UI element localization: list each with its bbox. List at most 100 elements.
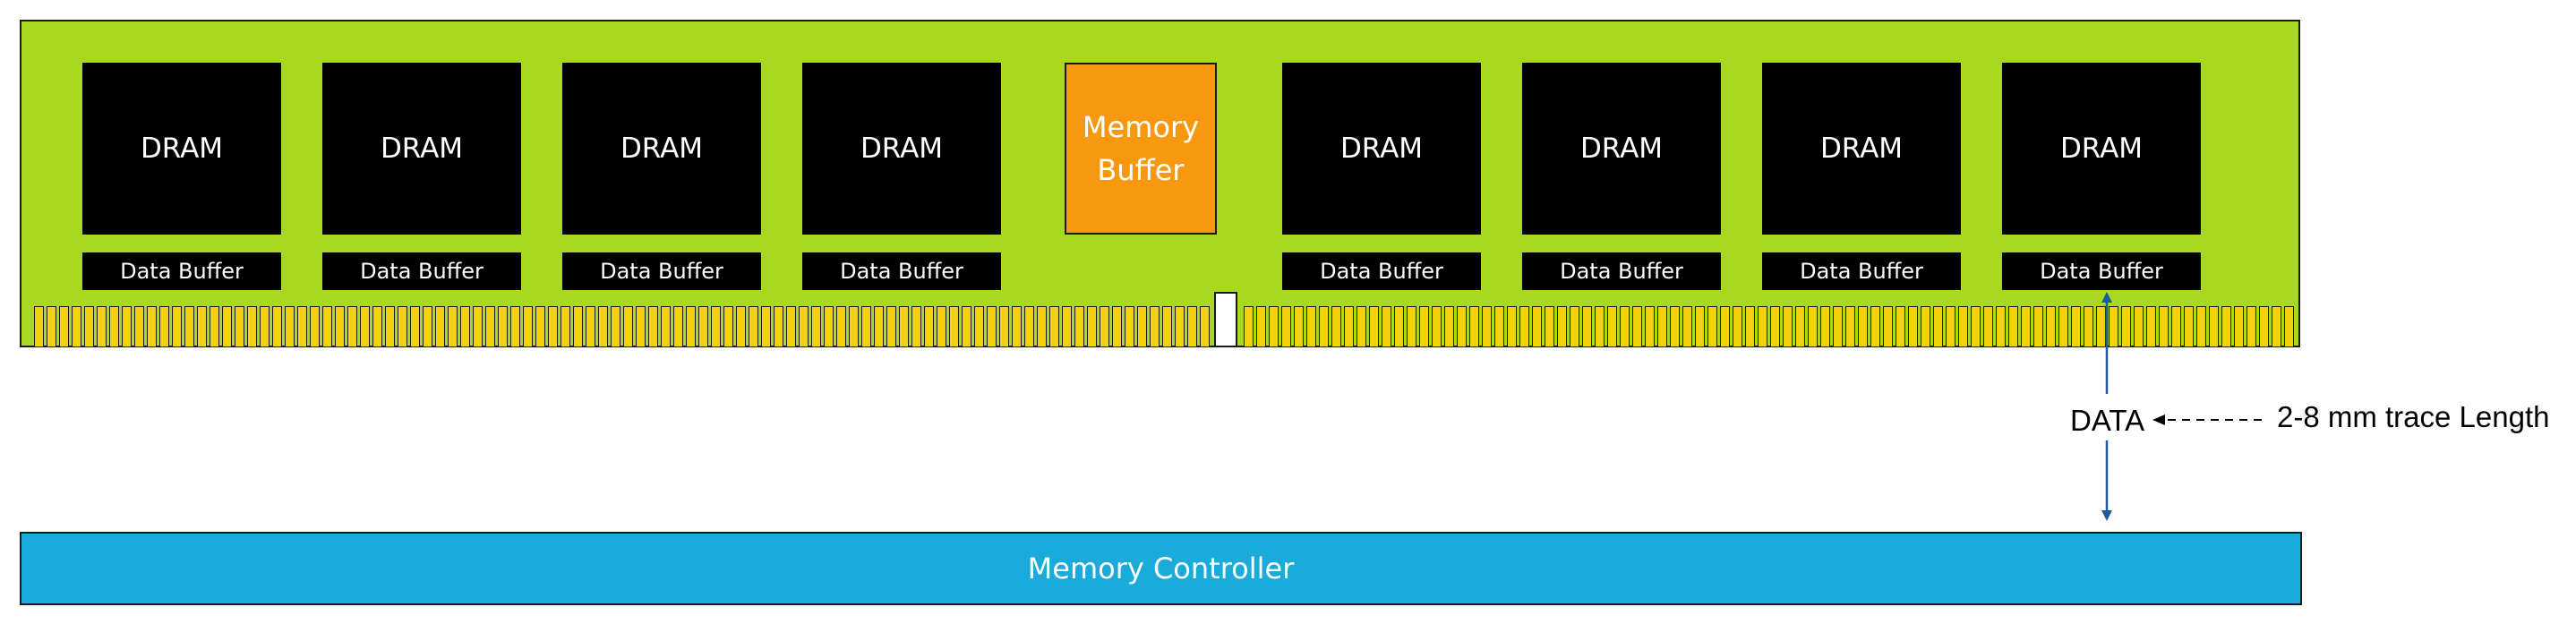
connector-pin	[172, 306, 182, 347]
connector-pin	[2058, 306, 2068, 347]
connector-pin	[1695, 306, 1705, 347]
connector-pin	[1444, 306, 1454, 347]
connector-pin	[2184, 306, 2194, 347]
connector-pin	[1244, 306, 1254, 347]
connector-pin	[849, 306, 859, 347]
connector-pin	[736, 306, 746, 347]
connector-pin	[1670, 306, 1680, 347]
connector-pin	[109, 306, 119, 347]
connector-pin	[2109, 306, 2118, 347]
connector-pin	[673, 306, 683, 347]
connector-pin	[924, 306, 934, 347]
connector-pin	[1933, 306, 1943, 347]
connector-pin	[1971, 306, 1981, 347]
connector-pin	[811, 306, 821, 347]
connector-pin	[510, 306, 520, 347]
connector-pin	[1958, 306, 1968, 347]
connector-pin	[2284, 306, 2294, 347]
data-buffer-1: Data Buffer	[82, 252, 281, 290]
connector-pin	[2134, 306, 2144, 347]
connector-pin	[2209, 306, 2219, 347]
connector-pin	[1770, 306, 1780, 347]
connector-pin	[1657, 306, 1667, 347]
connector-pin	[410, 306, 420, 347]
connector-pin	[611, 306, 620, 347]
connector-pin	[1062, 306, 1072, 347]
connector-pin	[1037, 306, 1047, 347]
dram-chip-2: DRAM	[322, 63, 521, 235]
connector-pin	[498, 306, 508, 347]
connector-pin	[1100, 306, 1109, 347]
connector-pin	[987, 306, 997, 347]
connector-pin	[723, 306, 733, 347]
connector-pin	[586, 306, 595, 347]
connector-pin	[34, 306, 44, 347]
connector-pin	[1545, 306, 1554, 347]
connector-pin	[573, 306, 583, 347]
connector-pin	[1758, 306, 1767, 347]
connector-pin	[2008, 306, 2018, 347]
connector-pin	[1996, 306, 2006, 347]
data-buffer-7: Data Buffer	[1762, 252, 1961, 290]
dram-chip-1: DRAM	[82, 63, 281, 235]
connector-pin	[2084, 306, 2093, 347]
connector-pin	[1112, 306, 1122, 347]
connector-pin	[1269, 306, 1279, 347]
connector-pin	[210, 306, 219, 347]
connector-pin	[962, 306, 971, 347]
connector-pin	[1820, 306, 1830, 347]
connector-pin	[937, 306, 946, 347]
connector-pin	[886, 306, 896, 347]
connector-pin	[535, 306, 545, 347]
connector-pin	[235, 306, 244, 347]
connector-pin	[661, 306, 671, 347]
connector-pin	[799, 306, 809, 347]
connector-pin	[548, 306, 558, 347]
connector-pin	[1896, 306, 1905, 347]
connector-pin	[2046, 306, 2056, 347]
memory-buffer-chip: Memory Buffer	[1065, 63, 1217, 235]
data-buffer-6: Data Buffer	[1522, 252, 1721, 290]
connector-pin	[423, 306, 432, 347]
connector-pin	[1074, 306, 1084, 347]
connector-pin	[147, 306, 157, 347]
connector-pin	[1319, 306, 1329, 347]
connector-pin	[260, 306, 270, 347]
connector-pin	[1833, 306, 1843, 347]
connector-pin	[435, 306, 445, 347]
connector-pin	[84, 306, 94, 347]
connector-pin	[222, 306, 232, 347]
connector-pin	[1921, 306, 1930, 347]
dram-chip-8: DRAM	[2002, 63, 2201, 235]
connector-pin	[2259, 306, 2269, 347]
dram-chip-7: DRAM	[1762, 63, 1961, 235]
connector-pin	[1783, 306, 1793, 347]
connector-pin	[974, 306, 984, 347]
connector-pin	[360, 306, 370, 347]
connector-pin	[1419, 306, 1429, 347]
connector-pin	[310, 306, 320, 347]
connector-pin	[47, 306, 56, 347]
connector-pin	[1733, 306, 1742, 347]
data-buffer-8: Data Buffer	[2002, 252, 2201, 290]
connector-pin	[1632, 306, 1642, 347]
connector-pin	[2196, 306, 2206, 347]
connector-pin	[1382, 306, 1391, 347]
connector-pin	[1200, 306, 1210, 347]
connector-pin	[1087, 306, 1097, 347]
connector-pin	[1845, 306, 1855, 347]
connector-pin	[1645, 306, 1655, 347]
connector-pin	[1983, 306, 1993, 347]
connector-pin	[1946, 306, 1956, 347]
pin-row-right	[1244, 306, 2294, 347]
memory-controller: Memory Controller	[20, 532, 2302, 605]
connector-pin	[1682, 306, 1692, 347]
connector-pin	[861, 306, 871, 347]
connector-pin	[1187, 306, 1197, 347]
connector-pin	[2021, 306, 2031, 347]
connector-pin	[623, 306, 633, 347]
connector-pin	[648, 306, 658, 347]
connector-pin	[285, 306, 295, 347]
connector-pin	[372, 306, 382, 347]
connector-pin	[949, 306, 959, 347]
